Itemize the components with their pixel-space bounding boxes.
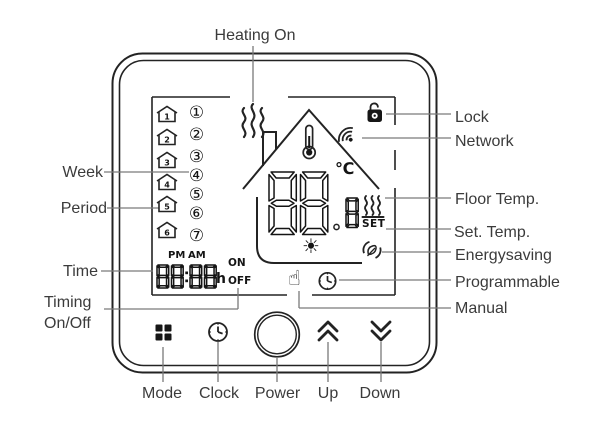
energysaving-icon <box>362 240 382 259</box>
week-day-1: ① <box>188 102 205 123</box>
timer-off-indicator: OFF <box>228 275 252 287</box>
clock-button-icon[interactable] <box>208 322 228 342</box>
week-day-5: ⑤ <box>188 184 205 205</box>
week-day-3: ③ <box>188 146 205 167</box>
am-indicator: AM <box>188 250 206 261</box>
period-house-icons: 1 2 3 4 5 6 <box>156 105 178 239</box>
callout-leader-lines <box>101 46 451 382</box>
label-timing-line1: Timing <box>44 294 92 311</box>
network-wifi-icon <box>338 127 353 142</box>
label-clock: Clock <box>198 385 239 402</box>
programmable-clock-icon <box>318 271 337 291</box>
up-button-icon[interactable] <box>317 320 339 342</box>
house-icon-1: 1 <box>156 105 178 123</box>
timer-on-indicator: ON <box>228 257 246 269</box>
lcd-zone-border <box>151 96 396 296</box>
label-mode: Mode <box>141 385 183 402</box>
celsius-unit: ℃ <box>335 159 355 178</box>
hour-unit: h <box>216 271 226 287</box>
label-energysaving: Energysaving <box>455 247 552 264</box>
pm-indicator: PM <box>168 250 186 261</box>
label-power: Power <box>254 385 301 402</box>
device-body <box>111 52 438 374</box>
label-set-temp: Set. Temp. <box>454 224 531 241</box>
label-network: Network <box>455 133 514 150</box>
label-programmable: Programmable <box>455 274 560 291</box>
svg-text:5: 5 <box>164 203 170 212</box>
sun-comfort-icon: ☀ <box>302 234 320 258</box>
floor-temp-icon <box>361 195 385 218</box>
label-up: Up <box>317 385 339 402</box>
lock-icon <box>367 102 382 122</box>
label-period: Period <box>60 200 107 217</box>
svg-text:3: 3 <box>164 159 170 168</box>
mode-button-icon[interactable] <box>155 324 172 341</box>
main-temp-digits <box>268 171 329 236</box>
heating-on-icon <box>241 102 265 139</box>
house-icon-3: 3 <box>156 151 178 169</box>
set-indicator: SET <box>362 217 386 230</box>
floor-temp-digit <box>333 197 359 231</box>
label-manual: Manual <box>455 300 508 317</box>
label-week: Week <box>62 164 103 181</box>
house-icon-4: 4 <box>156 173 178 191</box>
time-digits <box>156 264 217 289</box>
house-icon-2: 2 <box>156 128 178 146</box>
thermometer-icon <box>302 124 317 160</box>
week-day-2: ② <box>188 124 205 145</box>
svg-text:4: 4 <box>164 181 170 190</box>
week-day-6: ⑥ <box>188 203 205 224</box>
label-floor-temp: Floor Temp. <box>455 191 540 208</box>
svg-text:6: 6 <box>164 229 170 238</box>
label-timing-on-off: Timing On/Off <box>44 292 91 334</box>
power-button[interactable] <box>253 311 301 358</box>
house-icon-6: 6 <box>156 221 178 239</box>
label-down: Down <box>359 385 401 402</box>
house-icon-5: 5 <box>156 195 178 213</box>
svg-text:2: 2 <box>164 136 170 145</box>
room-house-outline <box>242 108 380 264</box>
label-time: Time <box>63 263 98 280</box>
label-lock: Lock <box>455 109 489 126</box>
manual-hand-icon: ☝ <box>288 266 301 290</box>
label-timing-line2: On/Off <box>44 315 91 332</box>
svg-text:1: 1 <box>164 113 170 122</box>
week-day-4: ④ <box>188 165 205 186</box>
week-day-7: ⑦ <box>188 225 205 246</box>
label-heating-on: Heating On <box>214 27 296 44</box>
down-button-icon[interactable] <box>370 320 392 342</box>
